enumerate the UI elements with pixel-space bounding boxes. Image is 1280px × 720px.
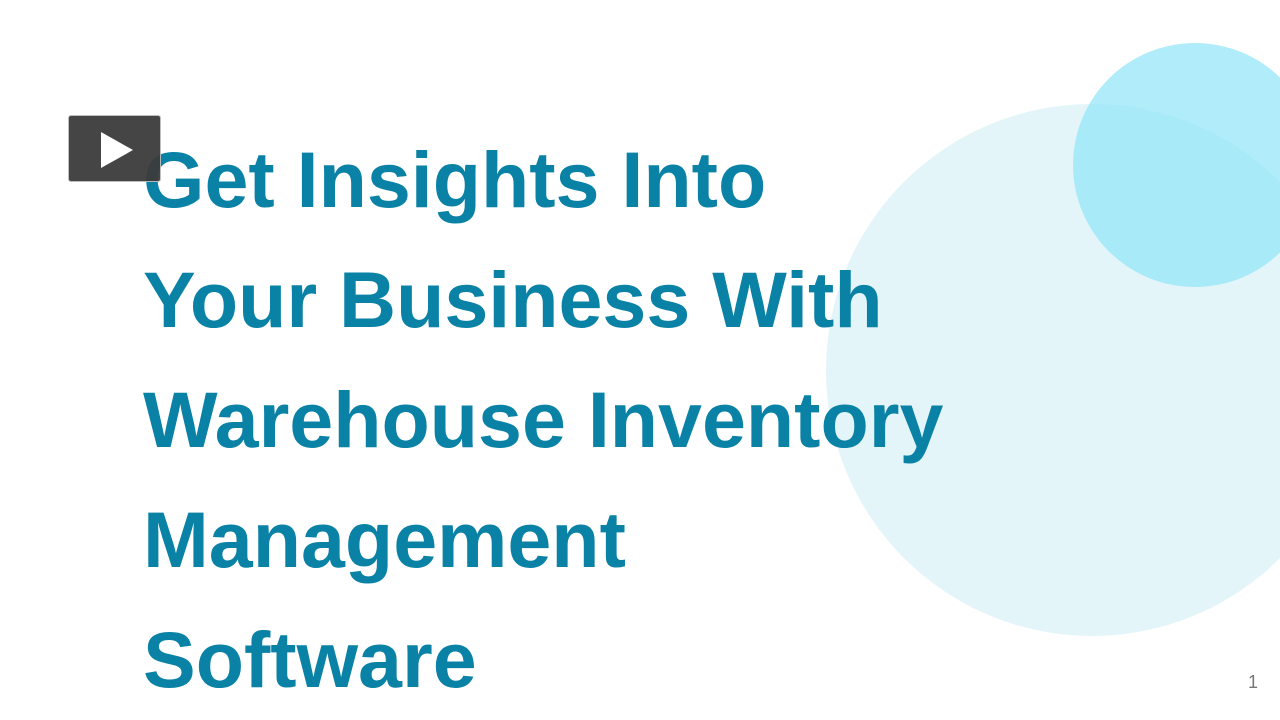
decorative-circles	[826, 43, 1280, 636]
title-line: Warehouse Inventory	[143, 375, 944, 464]
slide-title: Get Insights Into Your Business With War…	[143, 120, 943, 720]
title-line: Get Insights Into	[143, 135, 767, 224]
page-number: 1	[1247, 672, 1258, 692]
title-line: Your Business With	[143, 255, 883, 344]
title-line: Management	[143, 495, 626, 584]
play-icon	[101, 132, 133, 168]
play-button[interactable]	[68, 115, 161, 182]
decorative-small-circle	[1073, 43, 1280, 287]
title-line: Software	[143, 615, 477, 704]
